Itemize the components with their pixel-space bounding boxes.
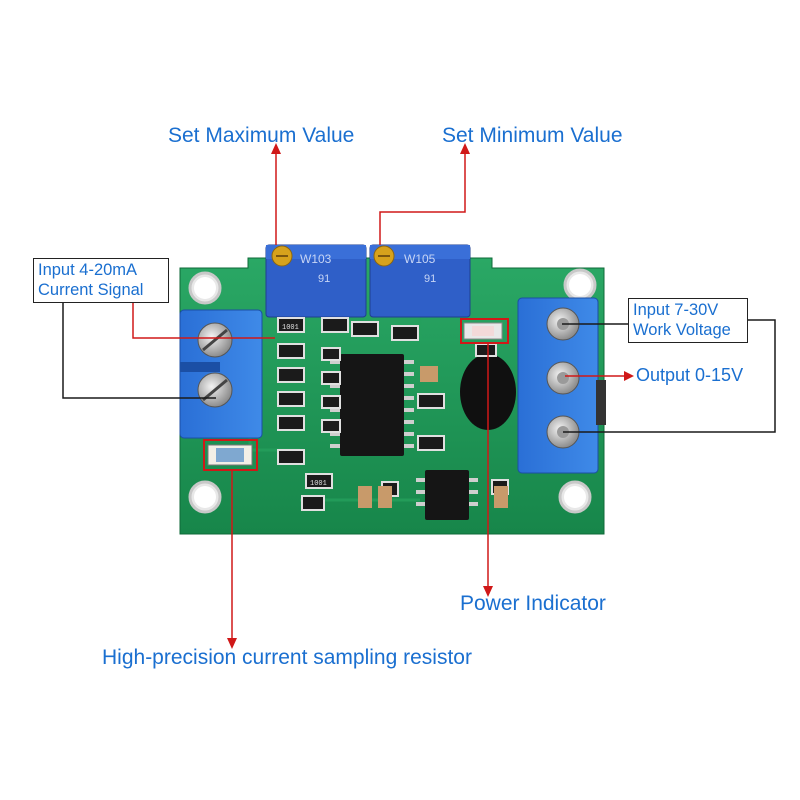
arrowheads: [227, 143, 634, 649]
label-power-indicator: Power Indicator: [460, 592, 606, 615]
label-input-voltage-line1: Input 7-30V: [633, 301, 719, 319]
secondary-ic: [416, 470, 478, 520]
label-input-current-line1: Input 4-20mA: [38, 261, 138, 279]
trimpot-min: W105 91: [369, 244, 471, 318]
svg-text:91: 91: [424, 273, 436, 285]
label-set-minimum-value: Set Minimum Value: [442, 124, 623, 147]
label-input-voltage: Input 7-30V Work Voltage: [628, 298, 748, 343]
power-led: [463, 322, 503, 357]
label-set-maximum-value: Set Maximum Value: [168, 124, 355, 147]
label-input-current: Input 4-20mA Current Signal: [33, 258, 169, 303]
main-ic: [330, 354, 414, 456]
trimpot-min-marking: W105: [404, 252, 436, 266]
label-output: Output 0-15V: [636, 365, 744, 385]
label-input-current-line2: Current Signal: [38, 281, 144, 299]
trimpot-max: W103 91: [265, 244, 367, 318]
smd-components: 1001 1001: [277, 317, 509, 511]
label-sampling-resistor: High-precision current sampling resistor: [102, 646, 472, 669]
label-input-voltage-line2: Work Voltage: [633, 321, 731, 339]
highlight-boxes: [203, 318, 509, 471]
svg-text:1001: 1001: [310, 480, 327, 488]
leader-lines-black: [62, 302, 776, 433]
svg-text:1001: 1001: [282, 324, 299, 332]
mounting-holes: [188, 268, 597, 514]
svg-text:91: 91: [318, 273, 330, 285]
sampling-resistor: [207, 444, 253, 466]
leader-lines-red: [132, 152, 626, 640]
input-current-terminal: [179, 309, 263, 439]
trimpot-max-marking: W103: [300, 252, 332, 266]
